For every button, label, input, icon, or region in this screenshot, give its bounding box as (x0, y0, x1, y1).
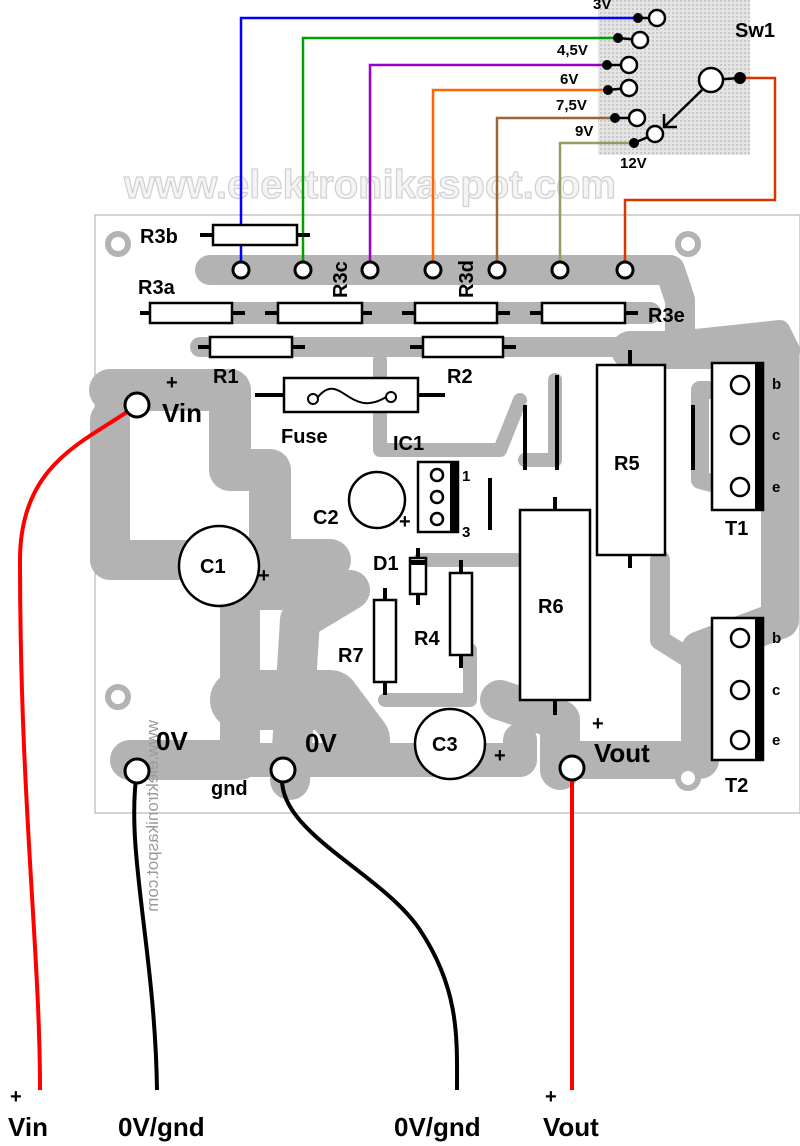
label-ic1: IC1 (393, 433, 424, 455)
label-vin: Vin (162, 398, 202, 428)
label-t2: T2 (725, 775, 748, 797)
label-vout: Vout (594, 738, 650, 768)
capacitor-c3 (413, 707, 487, 781)
wire-common (623, 76, 777, 270)
vin-plus: + (166, 372, 178, 394)
terminal-vout[interactable] (558, 754, 586, 782)
label-r3e: R3e (648, 305, 685, 327)
wire-end-vout-plus: + (545, 1086, 557, 1108)
resistor-r7 (372, 598, 398, 684)
switch-pos-7-5v: 7,5V (556, 97, 587, 114)
label-r3d: R3d (456, 260, 478, 298)
label-r1: R1 (213, 366, 239, 388)
resistors (140, 223, 667, 715)
label-0v-2: 0V (305, 728, 337, 758)
wire-vin (17, 403, 139, 1091)
t2-pin-b: b (772, 630, 781, 647)
label-ic-pin3: 3 (462, 524, 470, 541)
t1-pin-c: c (772, 427, 780, 444)
mounting-holes (105, 231, 701, 791)
terminal-gnd[interactable] (269, 756, 297, 784)
wire-4-5v (301, 36, 618, 270)
label-c3: C3 (432, 734, 458, 756)
ic1-regulator (416, 460, 460, 534)
resistor-r5 (595, 363, 667, 557)
wire-gnd-2 (279, 769, 460, 1091)
resistor-r2 (421, 335, 505, 359)
label-r3a: R3a (138, 277, 176, 299)
fuse (255, 376, 445, 414)
wire-12v (558, 141, 634, 270)
terminal-vin[interactable] (123, 391, 151, 419)
label-gnd: gnd (211, 778, 248, 800)
capacitor-c2 (347, 470, 407, 530)
c3-plus: + (494, 745, 506, 767)
switch-pads (231, 260, 635, 280)
resistor-r1 (208, 335, 294, 359)
label-0v-1: 0V (156, 726, 188, 756)
resistor-r3b (211, 223, 299, 247)
c1-plus: + (258, 565, 270, 587)
external-wires (17, 403, 574, 1091)
switch-pos-4-5v: 4,5V (557, 42, 588, 59)
diode-d1 (408, 548, 428, 605)
label-r6: R6 (538, 596, 564, 618)
wire-6v (368, 63, 607, 270)
label-c1: C1 (200, 556, 226, 578)
rotary-switch[interactable]: 3V 4,5V 6V 7,5V 9V 12V Sw1 (556, 0, 775, 172)
switch-pos-12v: 12V (620, 155, 647, 172)
resistor-r3e (540, 301, 627, 325)
transistor-t2 (710, 616, 765, 762)
resistor-r3d (413, 301, 499, 325)
switch-pos-3v: 3V (593, 0, 611, 13)
label-c2: C2 (313, 507, 339, 529)
label-d1: D1 (373, 553, 399, 575)
label-r3c: R3c (330, 261, 352, 298)
switch-pos-6v: 6V (560, 71, 578, 88)
terminal-0v[interactable] (123, 757, 151, 785)
wire-end-vin-plus: + (10, 1086, 22, 1108)
wire-7-5v (431, 88, 607, 270)
switch-label: Sw1 (735, 20, 775, 42)
wire-3v (239, 16, 638, 270)
resistor-r3a (148, 301, 234, 325)
label-r7: R7 (338, 645, 364, 667)
wire-end-gnd-1: 0V/gnd (118, 1112, 205, 1142)
label-r4: R4 (414, 628, 440, 650)
switch-wires (239, 16, 777, 270)
resistor-r6 (518, 508, 592, 702)
wire-end-gnd-2: 0V/gnd (394, 1112, 481, 1142)
resistor-r3c (276, 301, 364, 325)
t1-pin-b: b (772, 376, 781, 393)
wire-9v (495, 116, 615, 270)
resistor-r4 (448, 571, 474, 657)
capacitor-c1 (177, 524, 261, 608)
wire-gnd-1 (132, 770, 159, 1091)
t1-pin-e: e (772, 479, 780, 496)
label-r2: R2 (447, 366, 473, 388)
wire-end-vin: Vin (8, 1112, 48, 1142)
label-fuse: Fuse (281, 426, 328, 448)
t2-pin-e: e (772, 732, 780, 749)
label-t1: T1 (725, 518, 748, 540)
label-r5: R5 (614, 453, 640, 475)
transistor-t1 (710, 361, 765, 512)
vout-plus: + (592, 713, 604, 735)
label-r3b: R3b (140, 226, 178, 248)
switch-area (598, 0, 750, 155)
label-ic-pin1: 1 (462, 468, 470, 485)
copper-traces (89, 255, 800, 800)
wire-end-vout: Vout (543, 1112, 599, 1142)
switch-pos-9v: 9V (575, 123, 593, 140)
t2-pin-c: c (772, 682, 780, 699)
c2-plus: + (399, 511, 411, 533)
